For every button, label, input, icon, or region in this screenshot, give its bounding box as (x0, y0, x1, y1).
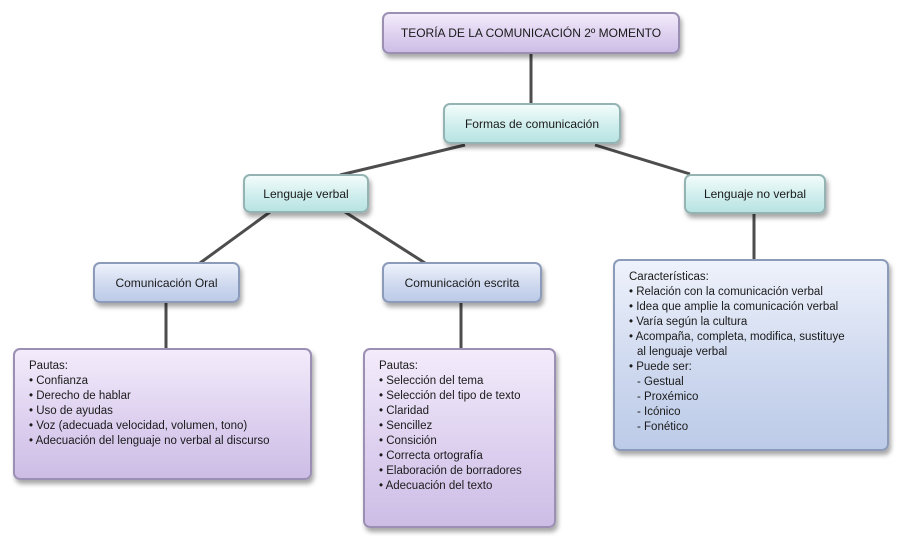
list-item: - Gestual (637, 376, 684, 388)
no-verbal-detail-box: Características: • Relación con la comun… (613, 259, 889, 451)
list-item: • Sencillez (379, 420, 433, 432)
list-item: • Varía según la cultura (629, 316, 748, 328)
escrita-node-label: Comunicación escrita (404, 275, 520, 290)
connector-formas-verbal (339, 143, 466, 177)
escrita-detail-heading: Pautas: (379, 360, 418, 372)
list-item: • Relación con la comunicación verbal (629, 286, 823, 298)
list-item: • Elaboración de borradores (379, 465, 522, 477)
list-item: • Correcta ortografía (379, 450, 483, 462)
oral-detail-heading: Pautas: (29, 360, 68, 372)
oral-detail-list: • Confianza • Derecho de hablar • Uso de… (29, 374, 300, 449)
root-node: TEORÍA DE LA COMUNICACIÓN 2º MOMENTO (382, 12, 680, 54)
root-node-label: TEORÍA DE LA COMUNICACIÓN 2º MOMENTO (400, 26, 662, 40)
verbal-node: Lenguaje verbal (243, 174, 369, 213)
list-item: • Selección del tema (379, 375, 484, 387)
oral-node-label: Comunicación Oral (115, 275, 218, 290)
list-item: • Acompaña, completa, modifica, sustituy… (629, 331, 845, 343)
oral-detail-box: Pautas: • Confianza • Derecho de hablar … (13, 348, 312, 480)
list-item: • Derecho de hablar (29, 390, 131, 402)
formas-node-label: Formas de comunicación (464, 116, 600, 131)
escrita-detail-box: Pautas: • Selección del tema • Selección… (363, 348, 556, 528)
list-item: • Uso de ayudas (29, 405, 113, 417)
formas-node: Formas de comunicación (443, 103, 621, 144)
connector-formas-noverbal (594, 143, 691, 176)
escrita-detail-list: • Selección del tema • Selección del tip… (379, 374, 544, 494)
list-item: • Selección del tipo de texto (379, 390, 521, 402)
list-item: - Proxémico (637, 391, 699, 403)
list-item: • Consición (379, 435, 437, 447)
verbal-node-label: Lenguaje verbal (263, 186, 349, 201)
list-item: • Idea que amplie la comunicación verbal (629, 301, 839, 313)
connector-verbal-escrita (344, 210, 426, 265)
no-verbal-detail-heading: Características: (629, 271, 709, 283)
list-item: • Puede ser: (629, 361, 692, 373)
list-item: • Claridad (379, 405, 430, 417)
list-item: - Icónico (637, 406, 681, 418)
no-verbal-node: Lenguaje no verbal (684, 174, 826, 214)
oral-node: Comunicación Oral (93, 262, 240, 303)
connector-verbal-oral (199, 210, 271, 265)
list-item: • Confianza (29, 375, 89, 387)
no-verbal-node-label: Lenguaje no verbal (703, 187, 807, 201)
list-item: • Adecuación del lenguaje no verbal al d… (29, 435, 270, 447)
list-item: - Fonético (637, 421, 689, 433)
list-item: • Voz (adecuada velocidad, volumen, tono… (29, 420, 248, 432)
list-item: • Adecuación del texto (379, 480, 493, 492)
list-item: al lenguaje verbal (637, 346, 728, 358)
escrita-node: Comunicación escrita (382, 262, 542, 303)
no-verbal-detail-list: • Relación con la comunicación verbal • … (629, 285, 877, 435)
